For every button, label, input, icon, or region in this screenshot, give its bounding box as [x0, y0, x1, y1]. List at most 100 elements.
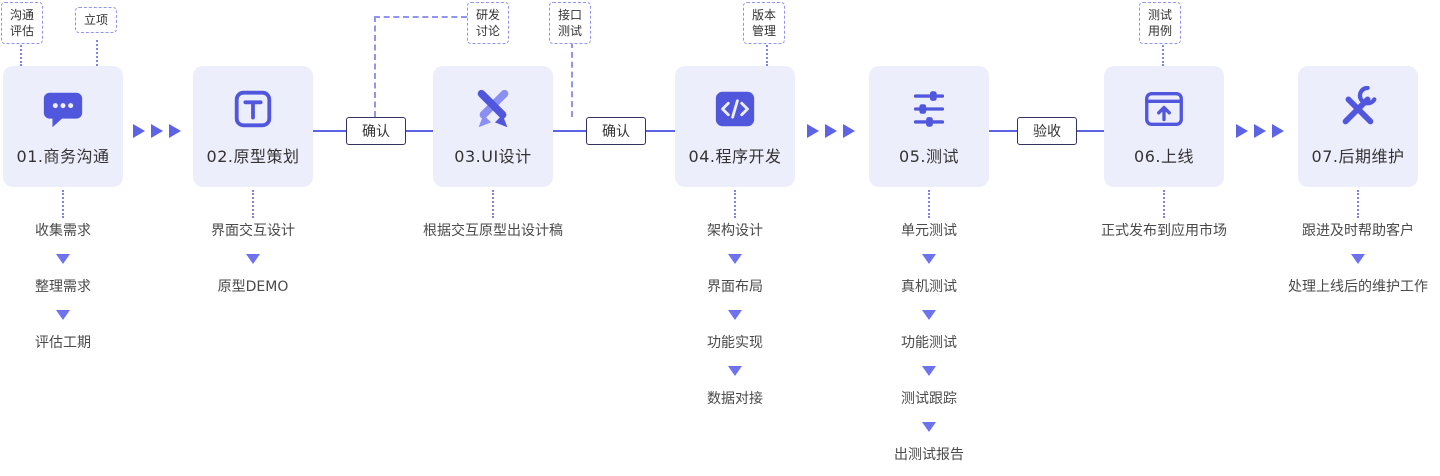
dotted-connector	[1163, 190, 1165, 218]
down-arrow-icon	[56, 254, 70, 264]
stage-title: 05.测试	[899, 147, 959, 166]
tag-test-cases: 测试 用例	[1139, 2, 1182, 44]
launch-icon	[1141, 86, 1187, 132]
tag-line: 沟通	[10, 8, 35, 22]
tag-line: 版本	[752, 8, 777, 22]
tag-line: 立项	[84, 13, 109, 27]
dashed-connector	[374, 16, 376, 117]
stage-title: 06.上线	[1134, 147, 1194, 166]
chevron-right-icon	[1272, 124, 1284, 138]
stage-5-steps: 单元测试 真机测试 功能测试 测试跟踪 出测试报告	[819, 222, 1039, 464]
stage-title: 07.后期维护	[1311, 147, 1405, 166]
triple-arrow-icon	[807, 124, 855, 138]
design-pen-icon	[470, 86, 516, 132]
chevron-right-icon	[1254, 124, 1266, 138]
step-item: 架构设计	[707, 223, 763, 239]
down-arrow-icon	[728, 310, 742, 320]
step-item: 原型DEMO	[217, 279, 289, 295]
step-item: 评估工期	[35, 335, 91, 351]
tag-line: 接口	[558, 8, 583, 22]
step-item: 整理需求	[35, 279, 91, 295]
down-arrow-icon	[922, 310, 936, 320]
down-arrow-icon	[728, 366, 742, 376]
stage-title: 03.UI设计	[454, 147, 532, 166]
dashed-connector	[374, 16, 467, 18]
down-arrow-icon	[922, 422, 936, 432]
stage-card-1: 01.商务沟通	[3, 66, 123, 187]
stage-card-3: 03.UI设计	[433, 66, 553, 187]
down-arrow-icon	[246, 254, 260, 264]
triple-arrow-icon	[1236, 124, 1284, 138]
tag-version-management: 版本 管理	[743, 2, 786, 44]
dotted-connector	[928, 190, 930, 218]
step-item: 处理上线后的维护工作	[1288, 279, 1428, 295]
stage-7-steps: 跟进及时帮助客户 处理上线后的维护工作	[1248, 222, 1440, 296]
stage-title: 01.商务沟通	[16, 147, 110, 166]
tag-line: 评估	[10, 24, 35, 38]
step-item: 功能测试	[901, 335, 957, 351]
acceptance-label: 验收	[1017, 117, 1077, 145]
chevron-right-icon	[825, 124, 837, 138]
tag-line: 测试	[1148, 8, 1173, 22]
stage-card-4: 04.程序开发	[675, 66, 795, 187]
tag-project-initiation: 立项	[75, 7, 118, 33]
chevron-right-icon	[133, 124, 145, 138]
stage-3-steps: 根据交互原型出设计稿	[383, 222, 603, 240]
triple-arrow-icon	[133, 124, 181, 138]
stage-card-2: 02.原型策划	[193, 66, 313, 187]
dotted-connector	[1162, 42, 1164, 66]
step-item: 跟进及时帮助客户	[1302, 223, 1414, 239]
prototype-icon	[230, 86, 276, 132]
step-item: 根据交互原型出设计稿	[423, 223, 563, 239]
tag-communication-assessment: 沟通 评估	[1, 2, 44, 44]
chat-icon	[40, 86, 86, 132]
dotted-connector	[734, 190, 736, 218]
tools-icon	[1335, 86, 1381, 132]
step-item: 测试跟踪	[901, 391, 957, 407]
chevron-right-icon	[151, 124, 163, 138]
dotted-connector	[766, 42, 768, 66]
step-item: 数据对接	[707, 391, 763, 407]
tag-line: 研发	[476, 8, 501, 22]
dotted-connector	[62, 190, 64, 218]
step-item: 界面布局	[707, 279, 763, 295]
confirm-label-2: 确认	[586, 117, 646, 145]
confirm-label-1: 确认	[346, 117, 406, 145]
stage-card-6: 06.上线	[1104, 66, 1224, 187]
dotted-connector	[20, 42, 22, 66]
tag-interface-testing: 接口 测试	[549, 2, 592, 44]
stage-title: 04.程序开发	[688, 147, 782, 166]
dotted-connector	[252, 190, 254, 218]
dotted-connector	[96, 40, 98, 66]
step-item: 收集需求	[35, 223, 91, 239]
step-item: 真机测试	[901, 279, 957, 295]
step-item: 出测试报告	[894, 447, 964, 463]
down-arrow-icon	[922, 254, 936, 264]
stage-4-steps: 架构设计 界面布局 功能实现 数据对接	[625, 222, 845, 408]
down-arrow-icon	[1351, 254, 1365, 264]
stage-2-steps: 界面交互设计 原型DEMO	[143, 222, 363, 296]
stage-title: 02.原型策划	[206, 147, 300, 166]
down-arrow-icon	[922, 366, 936, 376]
stage-card-5: 05.测试	[869, 66, 989, 187]
chevron-right-icon	[169, 124, 181, 138]
dotted-connector	[1357, 190, 1359, 218]
tag-line: 管理	[752, 24, 777, 38]
dashed-connector	[571, 42, 573, 117]
dotted-connector	[492, 190, 494, 218]
down-arrow-icon	[728, 254, 742, 264]
step-item: 功能实现	[707, 335, 763, 351]
chevron-right-icon	[807, 124, 819, 138]
tag-line: 用例	[1148, 24, 1173, 38]
tag-line: 测试	[558, 24, 583, 38]
code-icon	[712, 86, 758, 132]
chevron-right-icon	[1236, 124, 1248, 138]
tag-rd-discussion: 研发 讨论	[467, 2, 510, 44]
stage-card-7: 07.后期维护	[1298, 66, 1418, 187]
down-arrow-icon	[56, 310, 70, 320]
chevron-right-icon	[843, 124, 855, 138]
sliders-icon	[906, 86, 952, 132]
step-item: 界面交互设计	[211, 223, 295, 239]
stage-6-steps: 正式发布到应用市场	[1054, 222, 1274, 240]
